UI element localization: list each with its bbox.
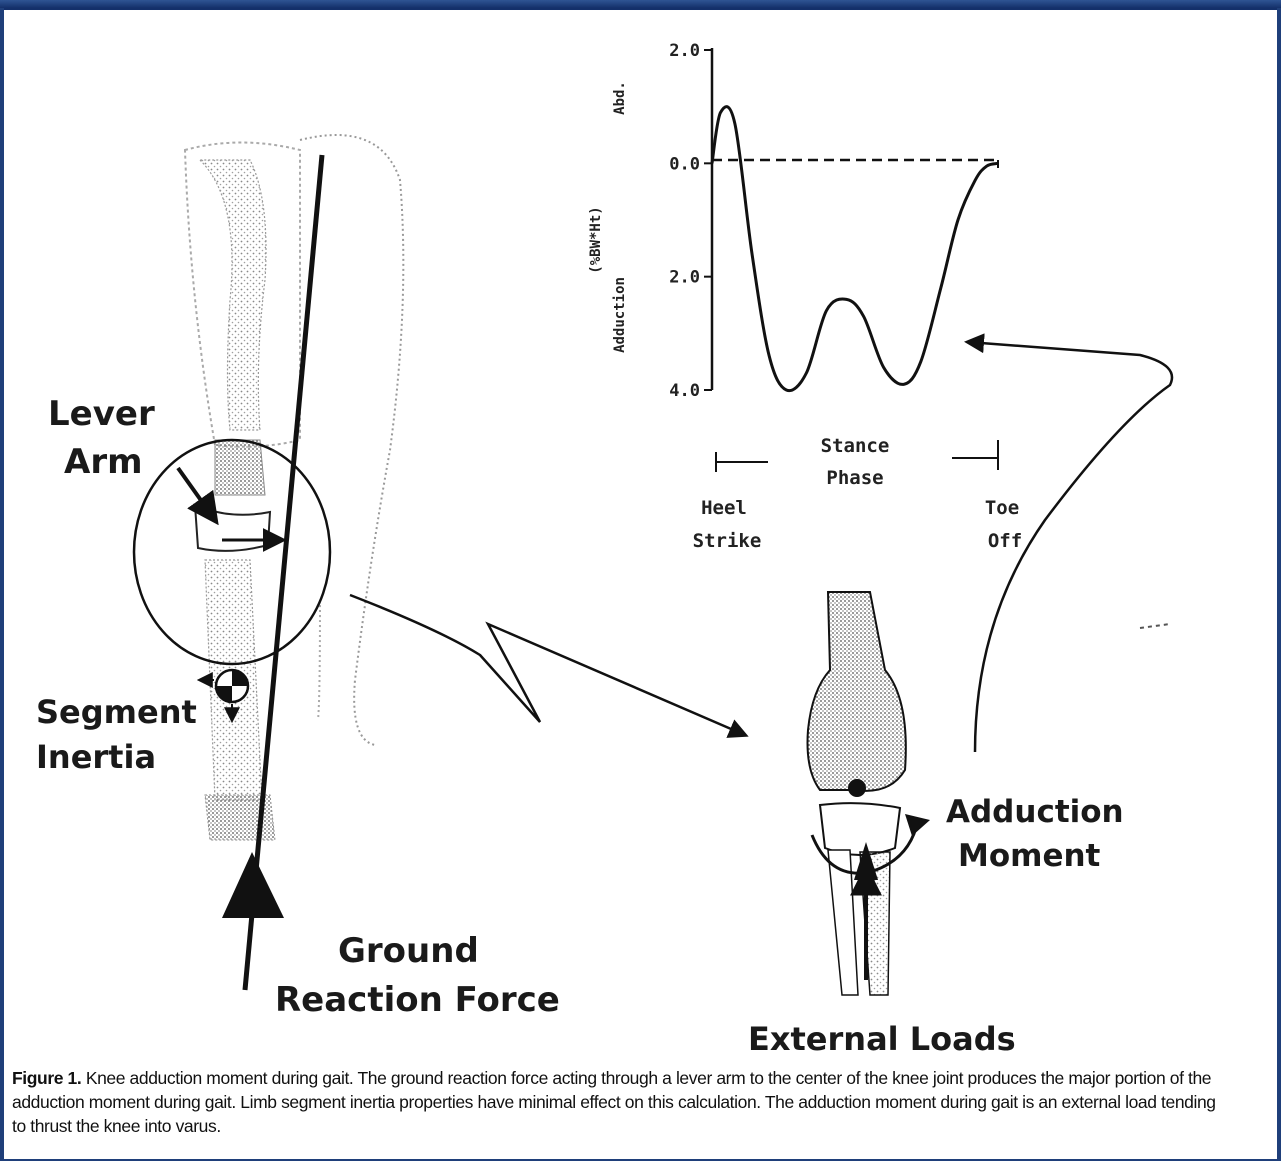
grf-label-1: Ground (338, 931, 479, 971)
y-tick-label: 4.0 (669, 381, 700, 401)
caption-text: Knee adduction moment during gait. The g… (12, 1068, 1216, 1136)
caption-lead: Figure 1. (12, 1068, 81, 1088)
adduction-moment-label-2: Moment (958, 838, 1101, 874)
grf-arrow-head-icon (222, 852, 284, 918)
contralateral-shin-outline (318, 600, 320, 720)
stance-label-2: Phase (826, 467, 883, 489)
stray-mark (1140, 624, 1170, 628)
series-line (712, 107, 998, 391)
figure-caption: Figure 1. Knee adduction moment during g… (12, 1066, 1217, 1138)
y-axis-abd-label: Abd. (612, 81, 628, 115)
segment-inertia-label-1: Segment (36, 693, 197, 731)
heel-strike-label-1: Heel (701, 497, 747, 519)
femur-condyle (215, 440, 265, 495)
y-tick-label: 2.0 (669, 268, 700, 288)
external-loads-label: External Loads (748, 1020, 1016, 1058)
knee-closeup (808, 592, 931, 995)
zigzag-connector-arrow (350, 595, 745, 735)
adduction-moment-chart: 2.0 0.0 2.0 4.0 (%BW*Ht) Adduction Abd. Sta… (588, 41, 1022, 552)
y-tick-label: 2.0 (669, 41, 700, 61)
leg-skeleton (185, 143, 300, 841)
lever-arm-label-2: Arm (64, 442, 143, 482)
toe-off-label-1: Toe (985, 497, 1019, 519)
segment-inertia-label-2: Inertia (36, 738, 156, 776)
y-axis-adduction-label: Adduction (612, 277, 628, 353)
stance-label-1: Stance (821, 435, 890, 457)
heel-strike-label-2: Strike (693, 530, 762, 552)
y-axis-units-label: (%BW*Ht) (588, 206, 604, 273)
lever-arm-label-1: Lever (48, 394, 155, 434)
adduction-moment-label-1: Adduction (946, 794, 1124, 830)
toe-off-label-2: Off (988, 530, 1022, 552)
y-tick-label: 0.0 (669, 154, 700, 174)
femur (200, 160, 266, 430)
grf-label-2: Reaction Force (275, 980, 560, 1020)
knee-joint (195, 505, 270, 551)
